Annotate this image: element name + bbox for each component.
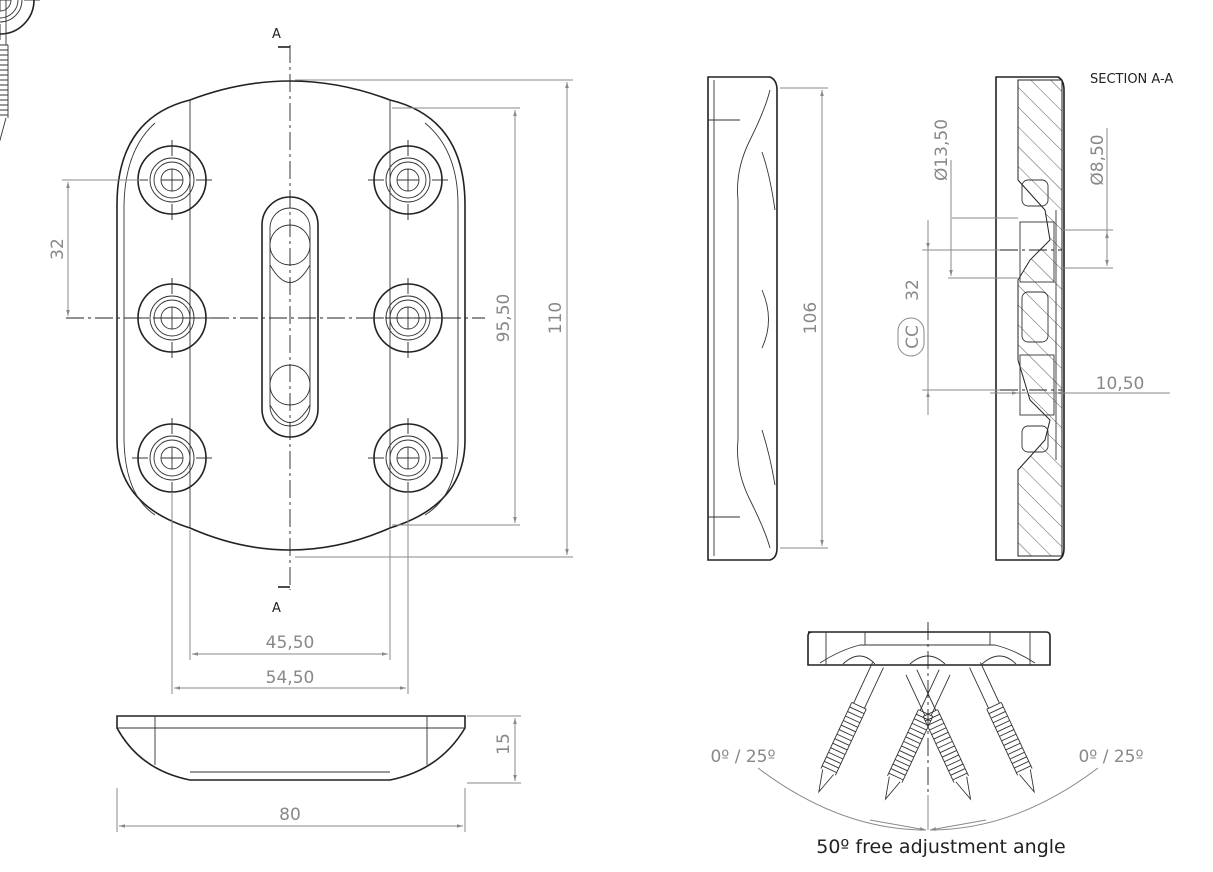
section-marker-bottom: A — [272, 601, 281, 616]
dim-thickness: 15 — [494, 733, 514, 755]
section-marker-top: A — [272, 27, 281, 42]
section-view: SECTION A-A Ø13,50 Ø8,50 CC 32 10,50 — [897, 72, 1173, 561]
angle-left: 0º / 25º — [710, 747, 775, 767]
dim-total-height: 110 — [546, 302, 566, 334]
adjustment-caption: 50º free adjustment angle — [816, 836, 1066, 858]
dim-width: 80 — [279, 805, 301, 825]
dim-hole-width: 54,50 — [266, 668, 315, 688]
section-title: SECTION A-A — [1090, 72, 1173, 87]
front-view: A A 32 95,50 110 45,50 54,50 — [0, 0, 573, 694]
screw-angle-view: 0º / 25º 0º / 25º 50º free adjustment an… — [0, 0, 1144, 858]
dim-hole-diameter: Ø8,50 — [1088, 134, 1108, 185]
dim-side-height: 106 — [801, 302, 821, 334]
bottom-view: 15 80 — [116, 715, 521, 832]
dim-inner-height: 95,50 — [494, 294, 514, 343]
screws — [0, 0, 1042, 803]
dim-inner-width: 45,50 — [266, 633, 315, 653]
angle-right: 0º / 25º — [1078, 747, 1143, 767]
dim-cc-label: CC — [903, 325, 923, 349]
dim-depth: 10,50 — [1096, 374, 1145, 394]
dim-cc-value: 32 — [903, 279, 923, 301]
dim-hole-spacing: 32 — [48, 238, 68, 260]
side-view: 106 — [707, 76, 828, 561]
dim-counterbore: Ø13,50 — [932, 119, 952, 181]
